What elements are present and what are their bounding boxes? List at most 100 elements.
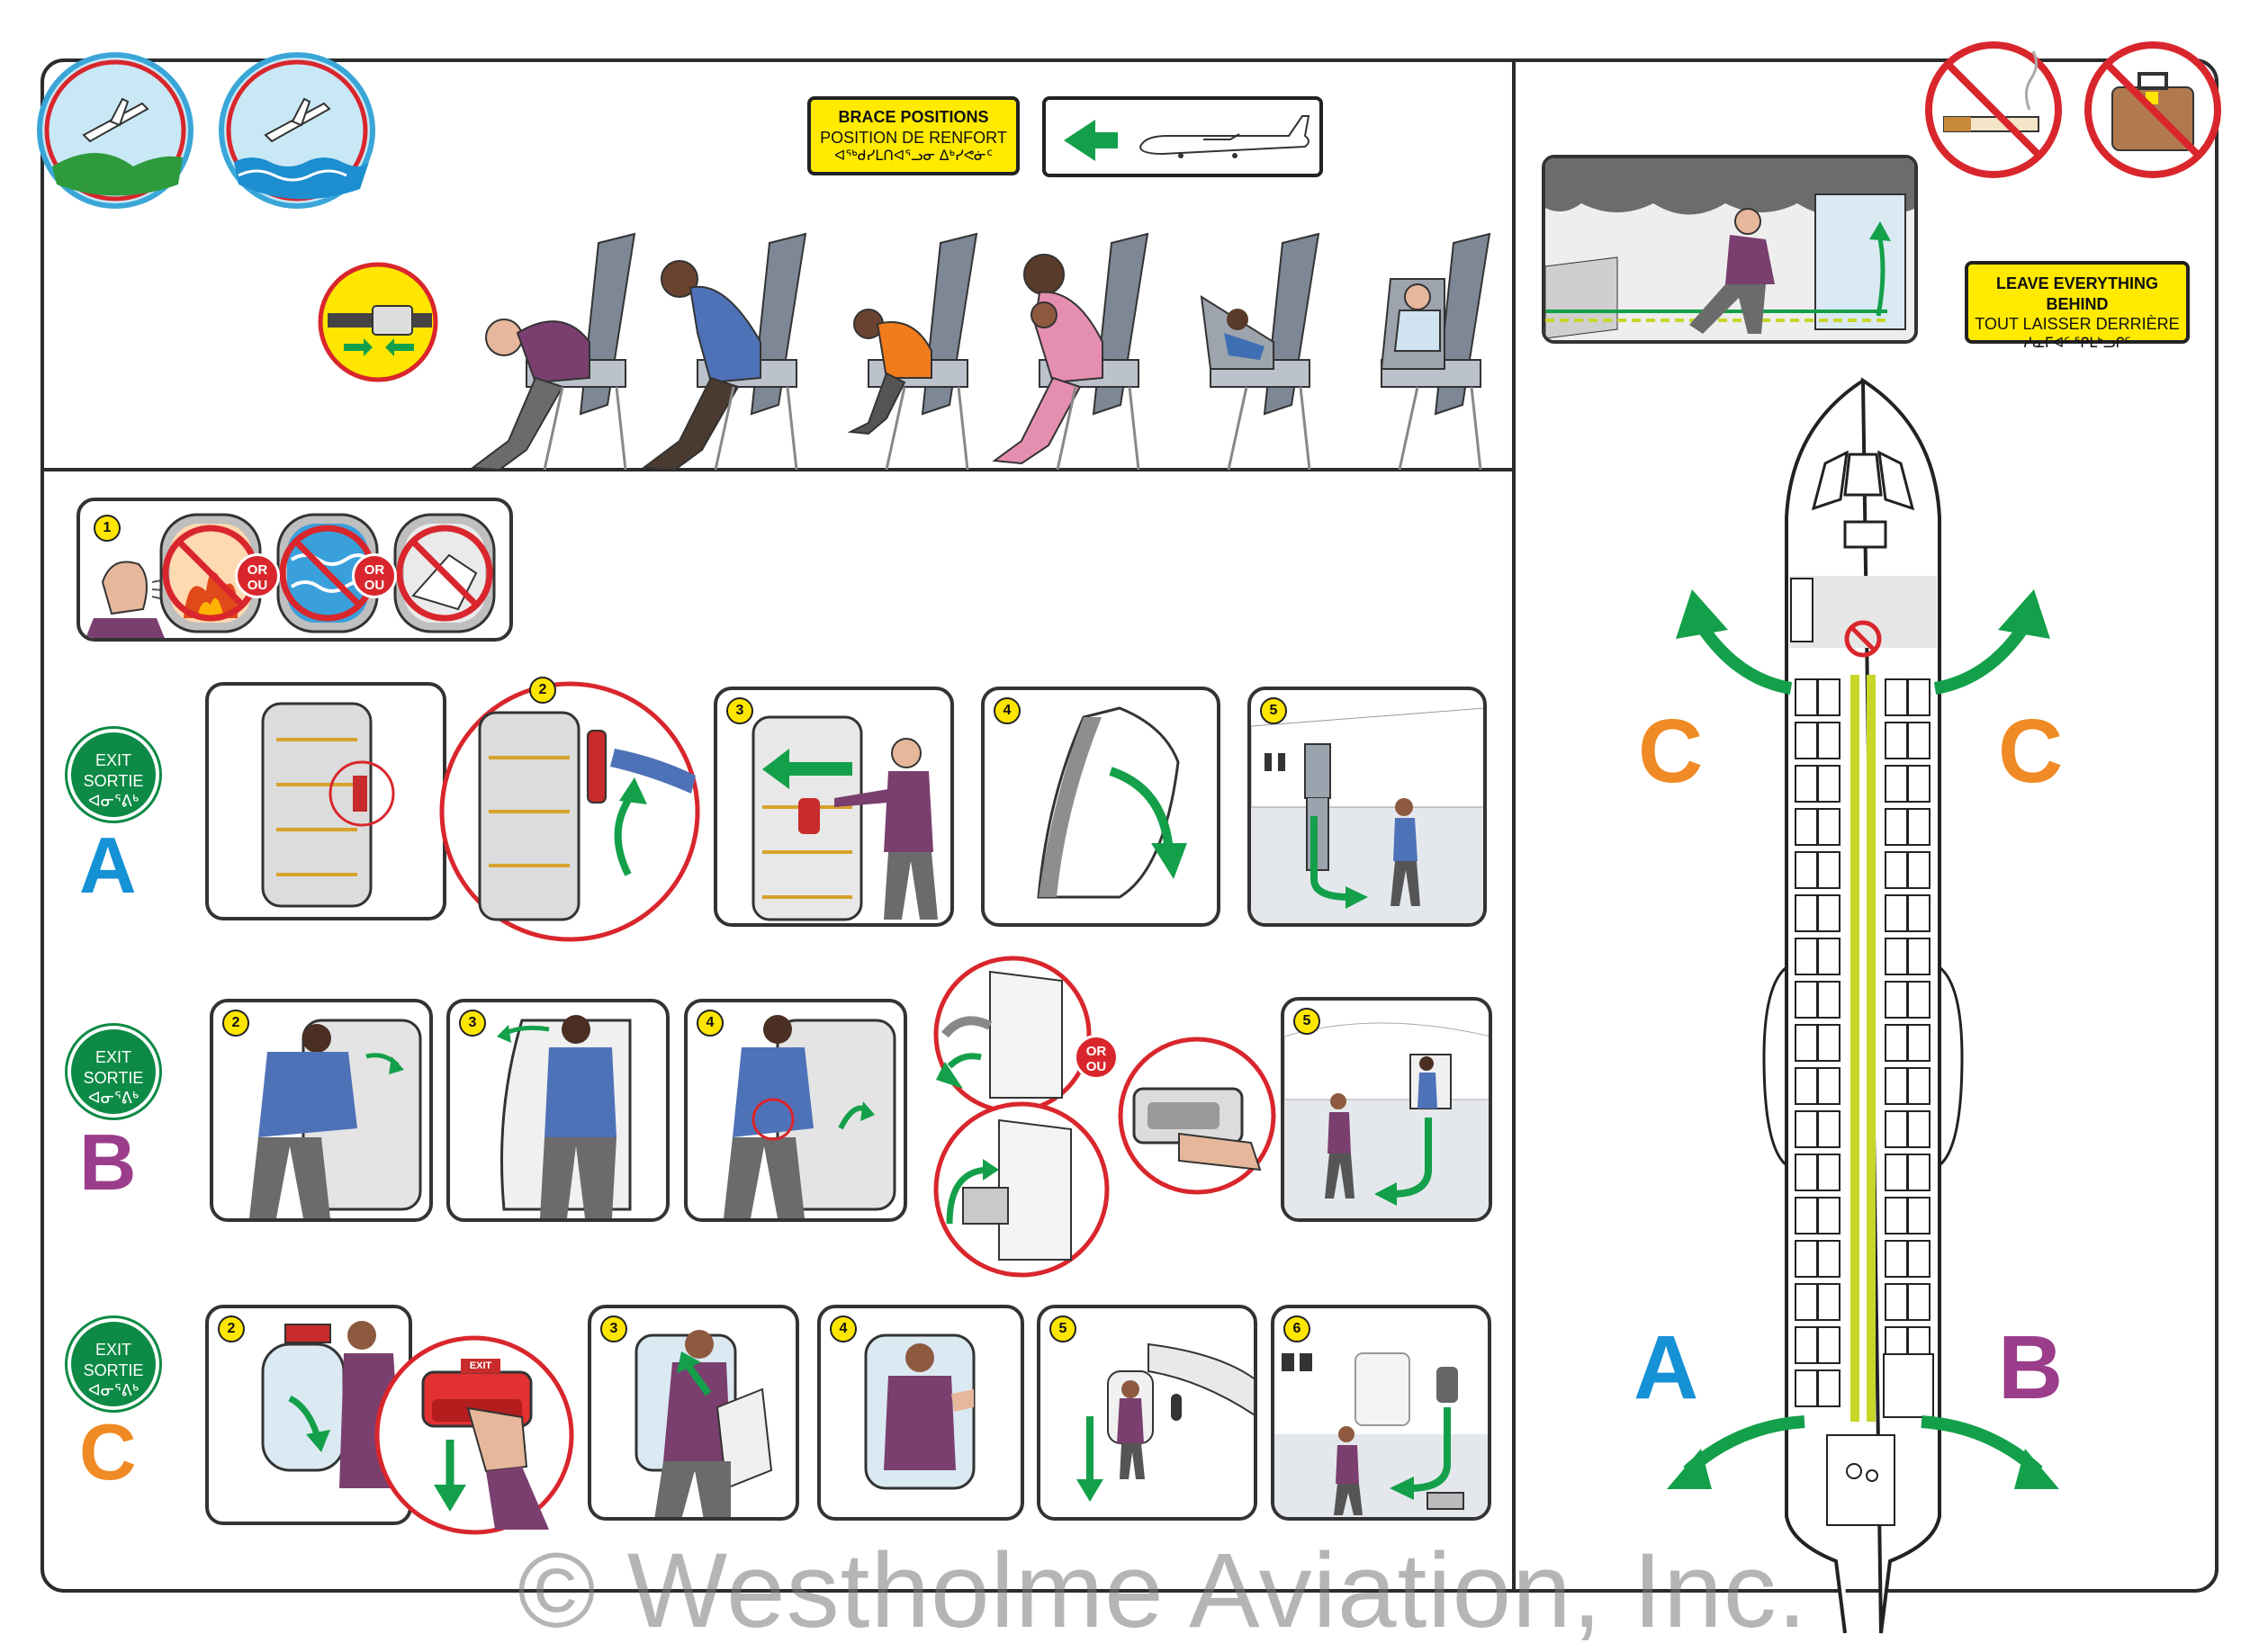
step-number-b5: 5 <box>1293 1008 1320 1035</box>
exit-c-handle-zoom <box>374 1335 574 1535</box>
cabin-seat <box>1885 1283 1908 1321</box>
leave-sign-english: LEAVE EVERYTHING BEHIND <box>1995 274 2159 313</box>
cabin-seat <box>1817 938 1840 975</box>
cabin-seat <box>1817 808 1840 846</box>
cabin-seat <box>1885 894 1908 932</box>
door-a-push-illustration <box>752 715 938 921</box>
step-number-b4: 4 <box>697 1010 724 1037</box>
step-number-a3: 3 <box>726 697 753 724</box>
cabin-seat <box>1885 765 1908 803</box>
cabin-seat <box>1795 938 1818 975</box>
exit-badge-french: SORTIE <box>83 1068 144 1087</box>
cabin-seat <box>1817 981 1840 1019</box>
step-number-c4: 4 <box>830 1315 857 1342</box>
door-b-step3-panel: 3 <box>446 999 670 1222</box>
exit-badge-b: EXIT SORTIE ᐊᓂᕐᕕᒃ <box>68 1026 159 1118</box>
exit-c-step4-panel: 4 <box>817 1305 1024 1521</box>
copyright-watermark: © Westholme Aviation, Inc. <box>518 1531 1808 1650</box>
cabin-seat <box>1885 938 1908 975</box>
cabin-seat <box>1907 851 1930 889</box>
water-ditching-icon <box>219 52 375 209</box>
exit-badge-english: EXIT <box>94 751 131 769</box>
cabin-seat <box>1907 1067 1930 1105</box>
cabin-seat <box>1817 1240 1840 1278</box>
no-obstruction-window-icon <box>393 513 496 633</box>
exit-c-throw-hatch-illustration <box>864 1333 976 1490</box>
brace-positions-illustration <box>470 232 1491 471</box>
brace-positions-sign: BRACE POSITIONS POSITION DE RENFORT ᐊᖅᑯᓯ… <box>807 96 1020 175</box>
exit-badge-a: EXIT SORTIE ᐊᓂᕐᕕᒃ <box>68 729 159 821</box>
no-fire-window-icon <box>159 513 262 633</box>
exit-badge-english: EXIT <box>94 1341 131 1359</box>
forward-arrow-airplane-icon <box>1064 115 1310 161</box>
cabin-exit-b: B <box>1998 1317 2064 1418</box>
step-number-c6: 6 <box>1283 1315 1310 1342</box>
cabin-seat <box>1885 1024 1908 1062</box>
smoke-evacuation-panel <box>1542 155 1918 344</box>
step-number-1: 1 <box>94 515 121 542</box>
step-number-c3: 3 <box>600 1315 627 1342</box>
exit-c-slide-off-illustration <box>1274 1326 1488 1517</box>
child-seat-rear-facing <box>1200 232 1320 416</box>
seatbelt-fasten-icon <box>318 262 438 382</box>
or-text: OR <box>364 562 385 578</box>
cabin-seat <box>1907 938 1930 975</box>
cabin-seat <box>1885 678 1908 716</box>
no-smoking-icon <box>1925 41 2062 178</box>
exit-handle-label: EXIT <box>461 1359 500 1373</box>
or-badge-1: OR OU <box>235 553 280 598</box>
or-badge-2: OR OU <box>352 553 397 598</box>
door-a-step2-zoom <box>439 681 700 942</box>
cabin-seat <box>1795 851 1818 889</box>
exit-badge-french: SORTIE <box>83 771 144 790</box>
cabin-seat <box>1907 722 1930 759</box>
cabin-seat <box>1907 1110 1930 1148</box>
exit-c-remove-hatch-illustration <box>634 1330 773 1517</box>
horizontal-divider <box>42 468 1514 471</box>
step-number-b2: 2 <box>222 1010 249 1037</box>
door-a-opening-illustration <box>1037 706 1187 899</box>
cabin-seat <box>1795 1024 1818 1062</box>
cabin-seat <box>1907 765 1930 803</box>
step-number-a2: 2 <box>529 677 556 704</box>
cabin-seat <box>1907 808 1930 846</box>
cabin-seat <box>1795 981 1818 1019</box>
door-a-step5-panel: 5 <box>1247 687 1487 927</box>
cabin-seat <box>1795 765 1818 803</box>
cabin-seat <box>1907 894 1930 932</box>
cabin-seat <box>1817 765 1840 803</box>
cabin-seat <box>1907 1283 1930 1321</box>
seat-grid <box>1795 678 1930 1407</box>
exit-c-step3-panel: 3 <box>588 1305 799 1521</box>
cabin-seat <box>1795 1154 1818 1191</box>
cabin-seat <box>1907 678 1930 716</box>
step-number-b3: 3 <box>459 1010 486 1037</box>
door-b-deplane-illustration <box>1284 1022 1489 1218</box>
leave-sign-syllabics: ᓱᓇᒥᐊᑦ ᕿᒪᒃᓗᒋᑦ <box>2023 335 2131 351</box>
no-water-window-icon <box>276 513 379 633</box>
crouch-low-in-smoke-illustration <box>1545 158 1914 340</box>
exit-c-step2-panel: 2 <box>205 1305 412 1525</box>
cabin-seat <box>1795 1067 1818 1105</box>
no-baggage-icon <box>2084 41 2221 178</box>
cabin-exit-c-left: C <box>1638 701 1704 802</box>
cabin-seat <box>1817 1369 1840 1407</box>
cabin-seat <box>1817 1197 1840 1235</box>
cabin-layout-diagram <box>1667 377 2059 1634</box>
cabin-seat <box>1795 1240 1818 1278</box>
step-number-c2: 2 <box>218 1315 245 1342</box>
door-b-step2-panel: 2 <box>210 999 433 1222</box>
cabin-seat <box>1907 981 1930 1019</box>
land-impact-icon <box>37 52 194 209</box>
adult-brace-seat <box>470 232 636 471</box>
door-b-handle-illustration <box>249 1019 422 1218</box>
door-a-deplane-illustration <box>1251 707 1483 923</box>
ou-text: OU <box>247 577 268 593</box>
exit-badge-english: EXIT <box>94 1048 131 1066</box>
door-a-step1-panel <box>205 682 446 920</box>
cabin-seat <box>1817 1283 1840 1321</box>
cabin-seat <box>1795 894 1818 932</box>
exit-badge-syllabics: ᐊᓂᕐᕕᒃ <box>87 1089 140 1107</box>
cabin-exit-a: A <box>1634 1317 1699 1418</box>
cabin-seat <box>1885 722 1908 759</box>
